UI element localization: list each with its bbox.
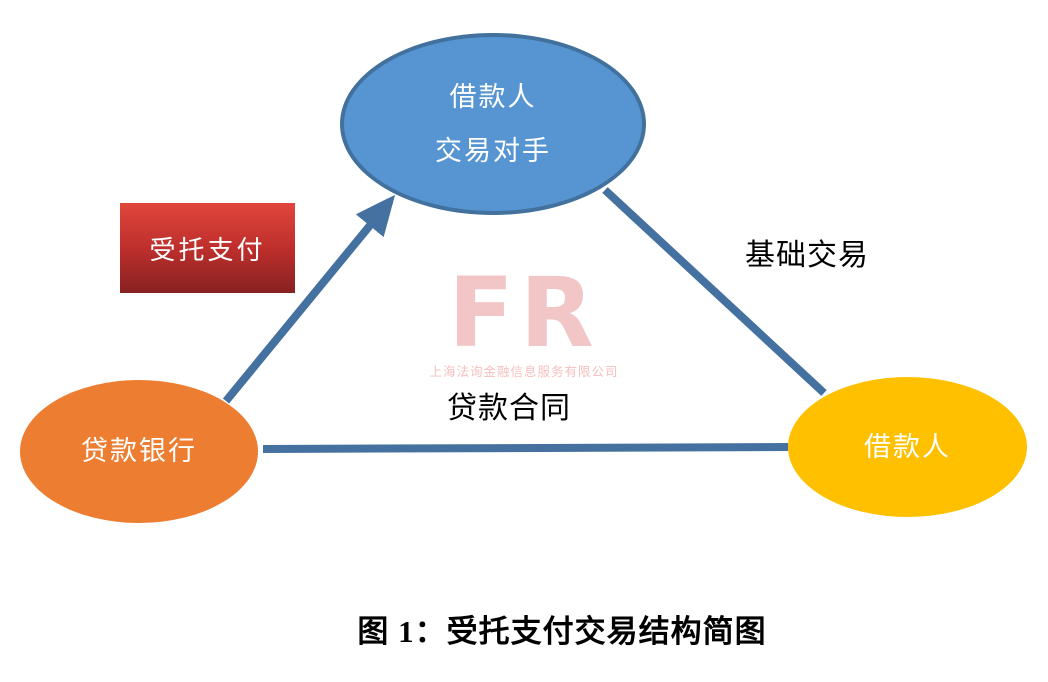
node-lending-bank: 贷款银行 [20,380,258,523]
node-lending-bank-label: 贷款银行 [81,436,197,467]
figure-caption: 图 1：受托支付交易结构简图 [357,614,767,649]
basic-transaction-line [602,187,827,396]
node-borrower-label: 借款人 [864,431,951,462]
basic-transaction-label: 基础交易 [745,239,869,272]
entrusted-payment-badge-label: 受托支付 [149,235,266,265]
entrusted-payment-badge: 受托支付 [120,203,295,293]
node-borrower-counterparty-line1: 借款人 [449,81,537,112]
node-borrower-counterparty: 借款人 交易对手 [340,33,646,215]
node-borrower: 借款人 [788,377,1027,517]
entrusted-payment-arrow [222,194,396,404]
loan-contract-line [262,443,789,453]
loan-contract-label: 贷款合同 [447,392,571,425]
node-borrower-counterparty-line2: 交易对手 [435,136,551,166]
